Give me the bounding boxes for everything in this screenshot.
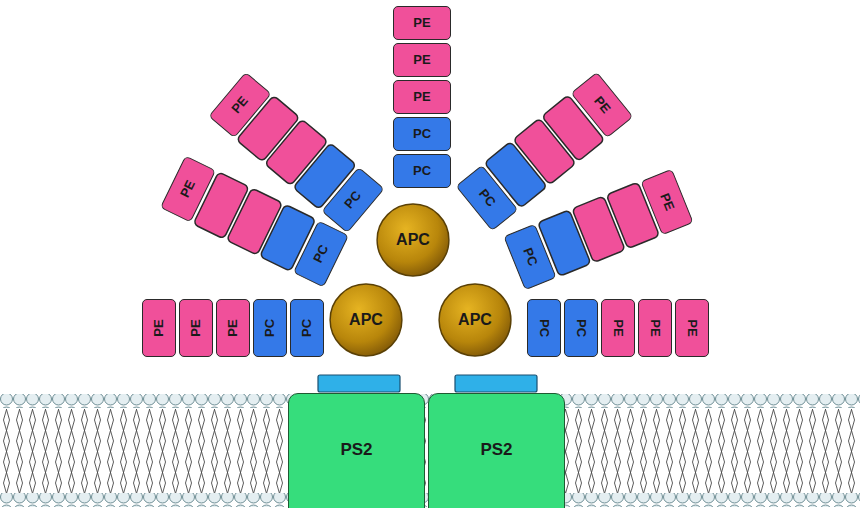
rod-segment: PC (527, 299, 561, 357)
node-label: APC (396, 231, 430, 249)
node-label: PE (229, 94, 251, 116)
node-label: PC (311, 243, 332, 266)
rod-segment: PC (564, 299, 598, 357)
node-label: PC (342, 188, 365, 211)
node-label: PC (537, 319, 551, 337)
node-label: APC (458, 311, 492, 329)
node-label: PE (413, 53, 430, 67)
node-label: PE (226, 319, 240, 336)
node-label: PE (657, 191, 677, 212)
node-label: PC (263, 319, 277, 337)
node-label: PE (413, 16, 430, 30)
node-label: PC (574, 319, 588, 337)
node-label: PC (413, 164, 431, 178)
rod-segment: PE (393, 6, 451, 40)
node-label: PE (591, 94, 613, 116)
node-label: PE (685, 319, 699, 336)
photosystem-box: PS2 (428, 393, 565, 508)
rod-segment: PE (393, 80, 451, 114)
node-label: PC (520, 246, 540, 268)
rod-segment: PE (179, 299, 213, 357)
photosystem-box: PS2 (288, 393, 425, 508)
node-label: PE (413, 90, 430, 104)
core-disc: APC (329, 283, 403, 357)
node-label: PE (189, 319, 203, 336)
node-label: PC (413, 127, 431, 141)
node-label: PE (611, 319, 625, 336)
rod-segment: PC (253, 299, 287, 357)
rod-segment: PC (393, 117, 451, 151)
rod-segment: PE (675, 299, 709, 357)
rod-segment: PE (142, 299, 176, 357)
linker-bar (318, 375, 537, 392)
rod-segment: PC (393, 154, 451, 188)
node-label: PE (152, 319, 166, 336)
rod-segment: PE (638, 299, 672, 357)
core-disc: APC (376, 203, 450, 277)
rod-segment: PE (216, 299, 250, 357)
node-label: PS2 (480, 441, 512, 460)
rod-segment: PE (601, 299, 635, 357)
node-label: PS2 (340, 441, 372, 460)
rod-segment: PE (393, 43, 451, 77)
rod-segment (193, 95, 659, 276)
node-label: PE (178, 178, 198, 200)
rod-segment: PC (290, 299, 324, 357)
node-label: PE (648, 319, 662, 336)
node-label: PC (476, 186, 498, 209)
node-label: APC (349, 311, 383, 329)
core-disc: APC (438, 283, 512, 357)
node-label: PC (300, 319, 314, 337)
